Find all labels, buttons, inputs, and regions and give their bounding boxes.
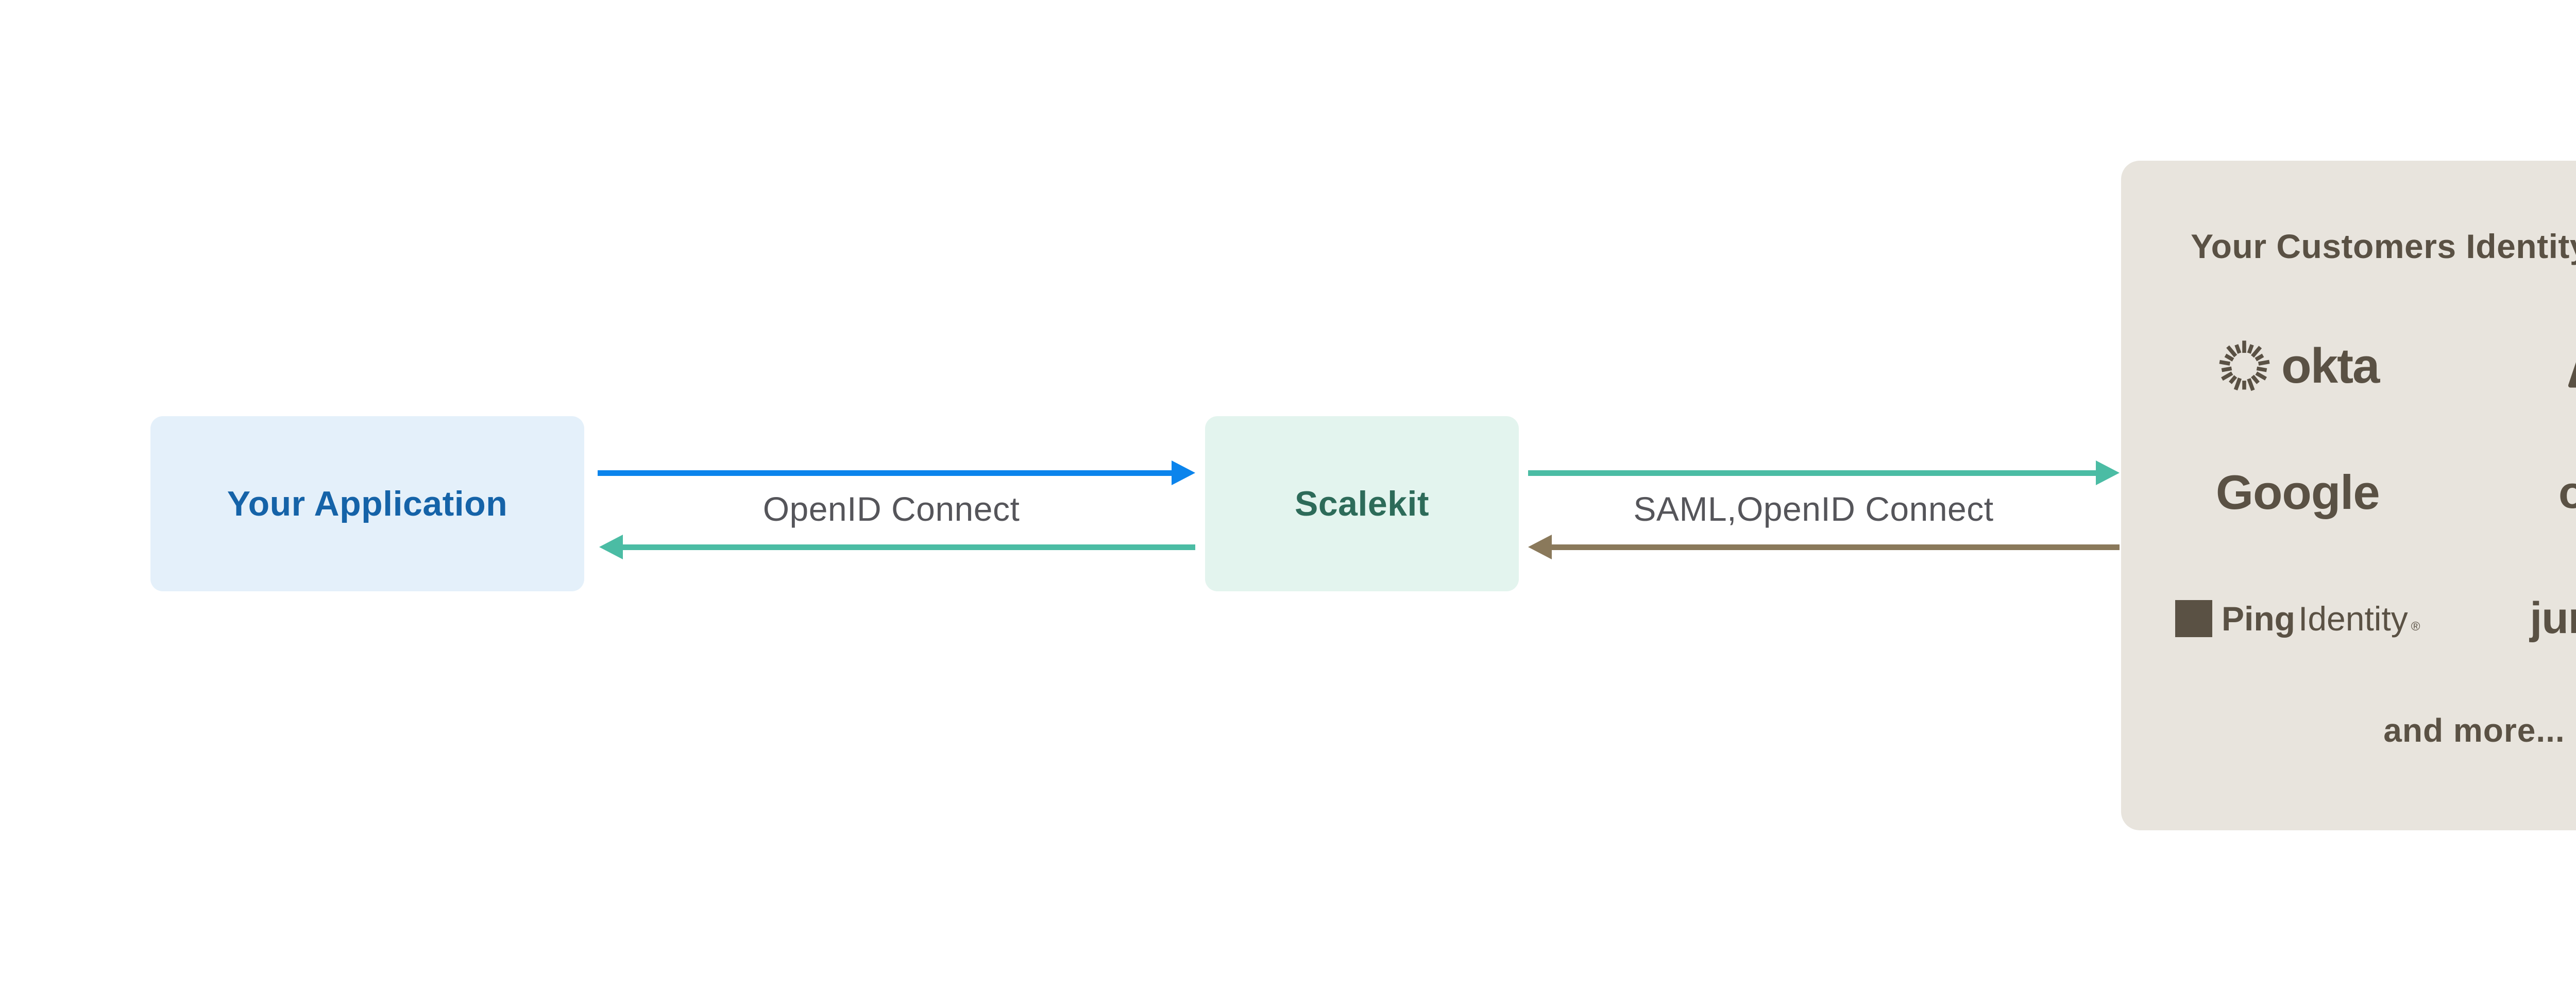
- google-wordmark: Google: [2215, 465, 2380, 519]
- flow-label-saml-openid-connect: SAML,OpenID Connect: [1633, 490, 1994, 528]
- provider-okta: okta: [2216, 338, 2380, 395]
- arrow-line: [1552, 544, 2120, 550]
- okta-wordmark: okta: [2281, 338, 2380, 394]
- arrowhead-left-icon: [599, 535, 623, 559]
- arrowhead-right-icon: [2096, 460, 2120, 485]
- flow-label-openid-connect: OpenID Connect: [762, 490, 1020, 528]
- jumpcloud-wordmark: jumpcloud: [2530, 593, 2576, 643]
- scalekit-box: Scalekit: [1205, 416, 1519, 591]
- provider-google: Google: [2216, 465, 2380, 520]
- registered-trademark-symbol: ®: [2411, 619, 2420, 634]
- scalekit-label: Scalekit: [1294, 484, 1430, 523]
- provider-jumpcloud: jumpcloud ™: [2530, 593, 2576, 644]
- your-application-box: Your Application: [150, 416, 584, 591]
- arrowhead-left-icon: [1528, 535, 1552, 559]
- identity-providers-panel: Your Customers Identity Providers: [2121, 161, 2576, 830]
- arrow-line: [1528, 470, 2096, 476]
- provider-azure: Azure: [2566, 341, 2576, 391]
- panel-title: Your Customers Identity Providers: [2191, 227, 2576, 265]
- and-more-label: and more...: [2383, 712, 2565, 749]
- arrow-app-to-scalekit: [598, 460, 1195, 485]
- providers-grid: okta Azure Google onelogin: [2121, 303, 2576, 681]
- arrow-scalekit-to-idp: [1528, 460, 2120, 485]
- arrow-line: [623, 544, 1195, 550]
- okta-sunburst-icon: [2219, 340, 2270, 391]
- onelogin-wordmark: onelogin: [2558, 466, 2576, 518]
- arrow-idp-to-scalekit: [1528, 535, 2120, 559]
- ping-wordmark-regular: Identity: [2298, 599, 2408, 638]
- arrow-scalekit-to-app: [599, 535, 1195, 559]
- provider-onelogin: onelogin: [2558, 466, 2576, 519]
- ping-wordmark-bold: Ping: [2222, 599, 2295, 638]
- arrow-line: [598, 470, 1172, 476]
- azure-triangle-icon: [2568, 362, 2576, 388]
- your-application-label: Your Application: [227, 484, 508, 523]
- arrowhead-right-icon: [1172, 460, 1195, 485]
- ping-square-icon: [2175, 600, 2212, 637]
